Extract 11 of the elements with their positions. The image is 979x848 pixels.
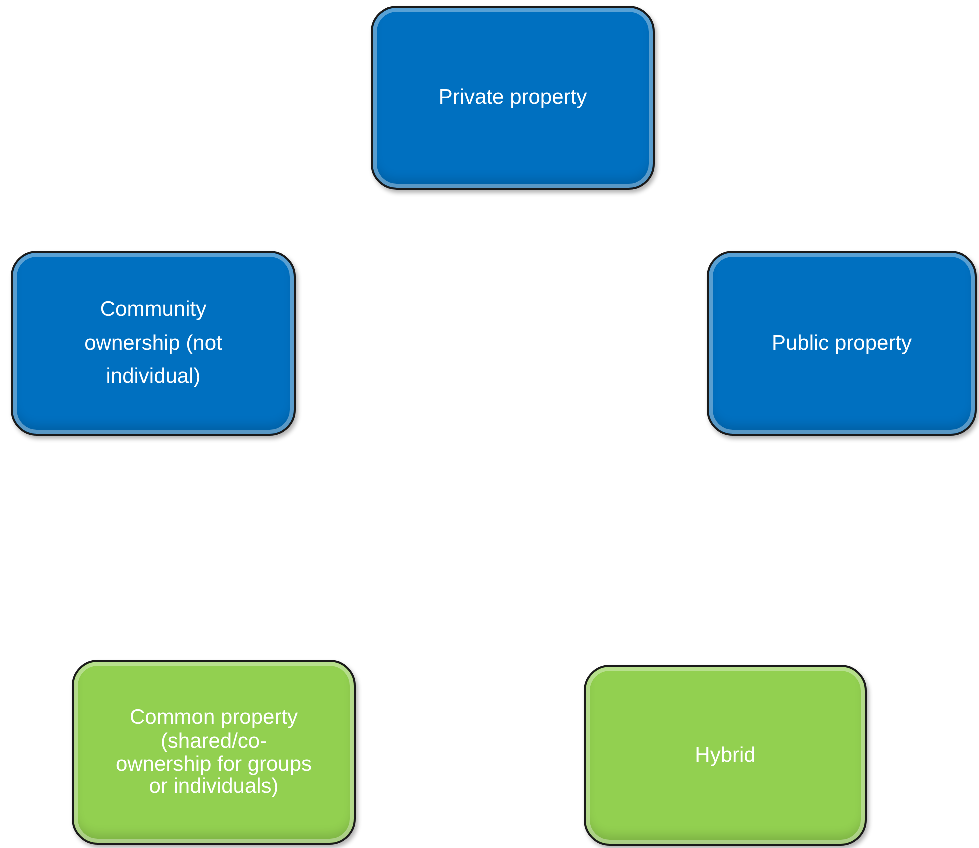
box-title: Community ownership (not individual) [84,297,224,390]
rounded-box [72,660,356,845]
box-text: (shared/co-ownership for groups or individuals) [114,731,314,798]
rounded-box [11,251,296,436]
box-title: Common property [130,707,298,730]
box-title: Public property [772,330,912,357]
rounded-box [584,665,867,846]
box-title: Hybrid [695,742,756,769]
box-title: Private property [438,85,588,112]
rounded-box [707,251,977,436]
rounded-box [371,6,655,190]
